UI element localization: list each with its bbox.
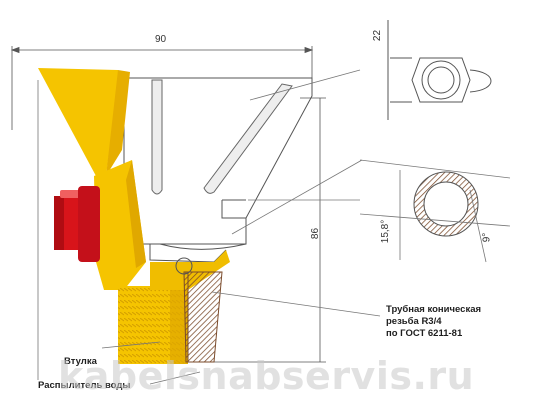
thread-line-2: резьба R3/4 [386,316,442,327]
outlet-circle [175,257,193,275]
red-bushing [54,186,100,262]
leader-lines [101,69,381,385]
hex-nut-view [387,20,492,120]
dimension-90-label: 90 [155,34,167,45]
sprayer-label: Распылитель воды [38,380,131,391]
dimension-86-label: 86 [310,227,322,240]
bushing-label: Втулка [64,356,97,367]
yellow-sprayer-body [94,160,230,364]
dimension-15-8-label: 15,8° [380,219,392,244]
spray-pattern-view [359,159,511,263]
thread-annotation: Трубная коническая резьба R3/4 по ГОСТ 6… [386,304,481,340]
angle-9-label: 9° [481,232,493,243]
dimension-22-label: 22 [372,29,384,42]
dimension-90 [10,46,314,130]
thread-line-1: Трубная коническая [386,304,482,315]
internal-channels [151,79,293,195]
thread-section [183,271,223,363]
dimension-86 [200,97,326,363]
yellow-cone [38,68,130,176]
thread-line-3: по ГОСТ 6211-81 [386,328,463,339]
watermark: kabelsnabservis.ru [58,354,475,398]
